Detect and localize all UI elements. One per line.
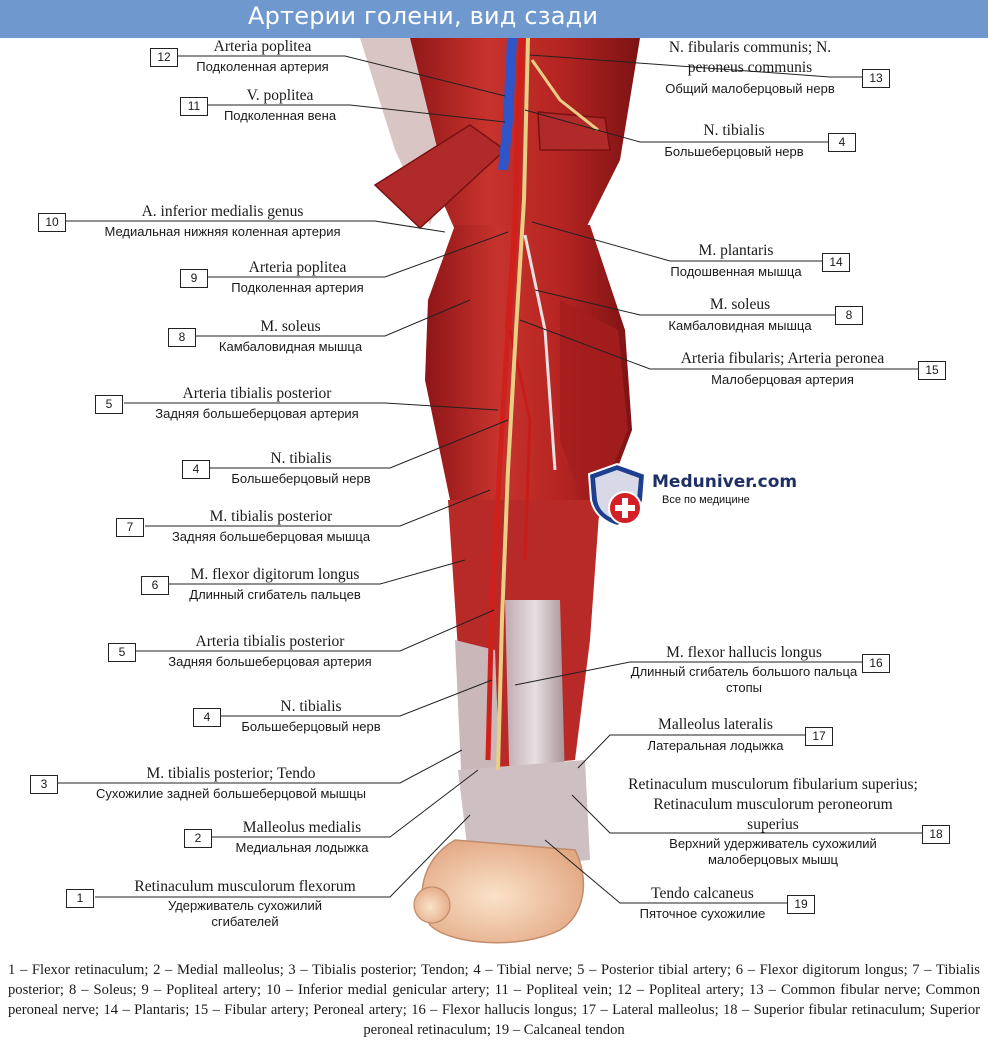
figure-caption: 1 – Flexor retinaculum; 2 – Medial malle… xyxy=(8,962,980,1038)
label-18-russian: Верхний удерживатель сухожилий малоберцо… xyxy=(669,836,877,867)
label-num-12: 12 xyxy=(150,48,178,67)
label-4-right-latin: N. tibialis xyxy=(703,122,765,139)
label-num-4-upper: 4 xyxy=(182,460,210,479)
leg-illustration xyxy=(56,38,922,944)
label-5-lower-latin: Arteria tibialis posterior xyxy=(195,633,345,650)
label-num-17: 17 xyxy=(805,727,833,746)
page-title: Артерии голени, вид сзади xyxy=(248,2,599,30)
label-10-russian: Медиальная нижняя коленная артерия xyxy=(104,224,341,239)
label-7-latin: M. tibialis posterior xyxy=(209,508,333,525)
label-11-russian: Подколенная вена xyxy=(223,108,337,123)
label-num-11: 11 xyxy=(180,97,208,116)
fibular-artery xyxy=(508,329,532,561)
label-5-lower-russian: Задняя большеберцовая артерия xyxy=(168,654,372,669)
label-4-upper-russian: Большеберцовый нерв xyxy=(231,471,371,486)
label-2-russian: Медиальная лодыжка xyxy=(235,840,369,855)
label-num-13: 13 xyxy=(862,69,890,88)
label-18-latin: Retinaculum musculorum fibularium superi… xyxy=(628,776,918,833)
heel xyxy=(421,839,585,944)
label-4-right-russian: Большеберцовый нерв xyxy=(664,144,804,159)
label-num-14: 14 xyxy=(822,253,850,272)
label-num-8-left: 8 xyxy=(168,328,196,347)
label-num-19: 19 xyxy=(787,895,815,914)
label-10-latin: A. inferior medialis genus xyxy=(141,203,304,220)
shield-cross-icon xyxy=(587,462,647,528)
achilles-tendon xyxy=(505,600,565,800)
label-num-8-right: 8 xyxy=(835,306,863,325)
label-num-4-right: 4 xyxy=(828,133,856,152)
tibial-nerve xyxy=(496,38,530,771)
heel-bulge xyxy=(413,886,451,924)
label-num-9: 9 xyxy=(180,269,208,288)
label-15-russian: Малоберцовая артерия xyxy=(711,372,854,387)
label-num-3: 3 xyxy=(30,775,58,794)
label-1-latin: Retinaculum musculorum flexorum xyxy=(134,878,356,895)
common-fibular-nerve xyxy=(530,59,599,132)
label-num-1: 1 xyxy=(66,889,94,908)
logo-name: Meduniver.com xyxy=(652,472,798,492)
label-4-upper-latin: N. tibialis xyxy=(270,450,332,467)
label-num-16: 16 xyxy=(862,654,890,673)
leader-lines xyxy=(56,54,922,904)
label-8-left-russian: Камбаловидная мышца xyxy=(218,339,363,354)
label-14-russian: Подошвенная мышца xyxy=(670,264,802,279)
label-11-latin: V. poplitea xyxy=(246,87,314,104)
label-num-10: 10 xyxy=(38,213,66,232)
label-13-russian: Общий малоберцовый нерв xyxy=(665,81,835,96)
label-8-left-latin: M. soleus xyxy=(260,318,321,335)
label-16-russian: Длинный сгибатель большого пальца стопы xyxy=(630,664,858,695)
label-num-2: 2 xyxy=(184,829,212,848)
label-17-latin: Malleolus lateralis xyxy=(658,716,773,733)
label-7-russian: Задняя большеберцовая мышца xyxy=(171,529,371,544)
label-4-lower-russian: Большеберцовый нерв xyxy=(241,719,381,734)
label-13-latin: N. fibularis communis; N. peroneus commu… xyxy=(668,39,832,76)
label-num-18: 18 xyxy=(922,825,950,844)
logo-tagline: Все по медицине xyxy=(662,494,750,506)
popliteal-vein xyxy=(498,38,517,171)
label-12-russian: Подколенная артерия xyxy=(196,59,329,74)
label-6-russian: Длинный сгибатель пальцев xyxy=(189,587,361,602)
popliteal-artery xyxy=(505,38,525,331)
label-num-6: 6 xyxy=(141,576,169,595)
label-5-upper-latin: Arteria tibialis posterior xyxy=(182,385,332,402)
label-19-latin: Tendo calcaneus xyxy=(651,885,754,902)
label-9-russian: Подколенная артерия xyxy=(231,280,364,295)
label-num-7: 7 xyxy=(116,518,144,537)
label-17-russian: Латеральная лодыжка xyxy=(647,738,784,753)
label-14-latin: M. plantaris xyxy=(698,242,774,259)
plantaris-tendon xyxy=(523,234,557,471)
label-4-lower-latin: N. tibialis xyxy=(280,698,342,715)
label-6-latin: M. flexor digitorum longus xyxy=(190,566,360,583)
label-15-latin: Arteria fibularis; Arteria peronea xyxy=(680,350,885,367)
label-3-latin: M. tibialis posterior; Tendo xyxy=(146,765,316,782)
label-19-russian: Пяточное сухожилие xyxy=(639,906,766,921)
title-banner xyxy=(0,0,988,38)
label-9-latin: Arteria poplitea xyxy=(248,259,347,276)
label-2-latin: Malleolus medialis xyxy=(242,819,362,836)
label-num-5-upper: 5 xyxy=(95,395,123,414)
label-num-15: 15 xyxy=(918,361,946,380)
label-3-russian: Сухожилие задней большеберцовой мышцы xyxy=(96,786,366,801)
soleus-lateral xyxy=(560,300,628,520)
posterior-tibial-artery xyxy=(485,329,511,761)
label-8-right-latin: M. soleus xyxy=(709,296,771,313)
label-5-upper-russian: Задняя большеберцовая артерия xyxy=(155,406,359,421)
label-num-5-lower: 5 xyxy=(108,643,136,662)
label-12-latin: Arteria poplitea xyxy=(213,38,312,55)
label-1-russian: Удерживатель сухожилий сгибателей xyxy=(167,898,323,929)
label-num-4-lower: 4 xyxy=(193,708,221,727)
label-8-right-russian: Камбаловидная мышца xyxy=(668,318,812,333)
label-16-latin: M. flexor hallucis longus xyxy=(666,644,822,661)
